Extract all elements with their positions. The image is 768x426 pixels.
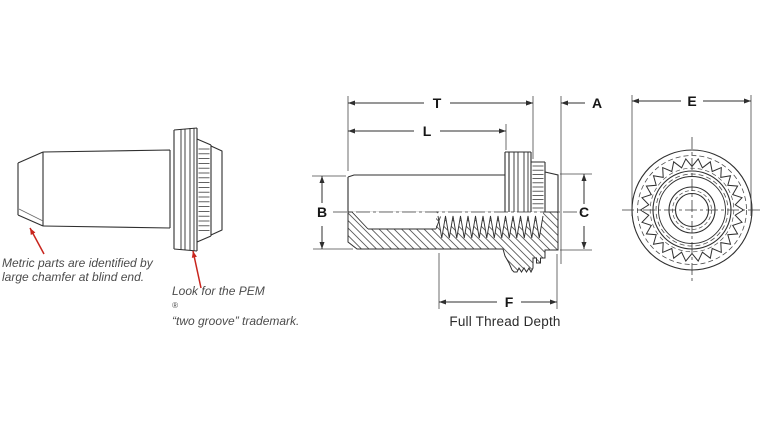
knurl-band <box>196 138 212 243</box>
registered-trademark-symbol: ® <box>172 300 178 310</box>
note-trademark-line2: “two groove” trademark. <box>172 314 300 328</box>
note-trademark-line1: Look for the PEM® <box>172 284 265 310</box>
two-groove-flange <box>173 127 198 252</box>
dim-label-f: F <box>505 294 514 310</box>
full-thread-depth-label: Full Thread Depth <box>449 314 561 329</box>
blind-end-chamfer <box>17 151 44 227</box>
end-view <box>622 137 763 284</box>
dim-label-a: A <box>592 95 602 111</box>
dim-label-c: C <box>579 204 589 220</box>
isometric-view <box>17 127 223 252</box>
knurl-serration-ring <box>639 157 745 263</box>
dim-label-l: L <box>423 123 432 139</box>
dim-label-b: B <box>317 204 327 220</box>
thread-void <box>438 211 543 238</box>
section-exterior <box>347 151 559 212</box>
callout-arrows <box>29 227 202 289</box>
clinch-cone <box>210 145 223 236</box>
note-metric-chamfer: Metric parts are identified by large cha… <box>2 256 153 284</box>
dim-label-e: E <box>687 93 696 109</box>
pilot-bore-void <box>352 211 436 229</box>
section-view <box>333 151 586 274</box>
note-metric-line2: large chamfer at blind end. <box>2 269 145 284</box>
dim-label-t: T <box>433 95 442 111</box>
fastener-body <box>42 149 171 229</box>
note-metric-line1: Metric parts are identified by <box>2 256 153 270</box>
dimension-lines <box>312 95 752 309</box>
arrow-to-chamfer <box>29 227 45 255</box>
end-view-centerlines <box>622 137 763 284</box>
note-two-groove: Look for the PEM® “two groove” trademark… <box>172 284 300 329</box>
bore-lines <box>351 211 544 239</box>
arrow-to-grooves <box>191 250 202 289</box>
